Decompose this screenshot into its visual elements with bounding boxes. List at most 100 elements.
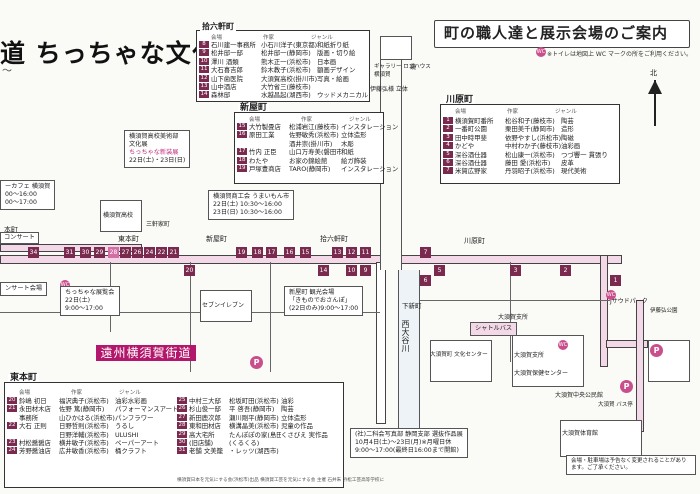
marker-30[interactable]: 30 xyxy=(80,247,91,258)
venue-number: 1 xyxy=(443,117,453,124)
marker-17[interactable]: 17 xyxy=(266,247,277,258)
marker-27[interactable]: 27 xyxy=(120,247,131,258)
artist-name: 広井敏香(浜松市) xyxy=(59,447,109,456)
venue-name: 事務所 xyxy=(19,413,39,422)
venue-row[interactable]: 事務所山ひかはる(浜松市)パンフラワー xyxy=(7,414,153,422)
marker-5[interactable]: 5 xyxy=(434,265,445,276)
road-east xyxy=(600,255,608,367)
venue-name: 大石 正則 xyxy=(19,422,47,431)
marker-28[interactable]: 28 xyxy=(108,247,119,258)
street-lower-east xyxy=(420,300,610,301)
label-shrine: 大須賀支所 xyxy=(514,352,545,359)
marker-6[interactable]: 6 xyxy=(420,275,431,286)
genre: 木彫 xyxy=(341,139,354,148)
marker-21[interactable]: 21 xyxy=(168,247,179,258)
genre: ウッドメカニカル xyxy=(317,91,369,100)
marker-20[interactable]: 20 xyxy=(184,265,195,276)
marker-7[interactable]: 7 xyxy=(420,247,431,258)
cafe-time: 00〜16:00 xyxy=(5,191,37,198)
venue-name: 松井邸一邸 xyxy=(211,49,243,58)
marker-31[interactable]: 31 xyxy=(64,247,75,258)
marker-3[interactable]: 3 xyxy=(510,265,521,276)
marker-24[interactable]: 24 xyxy=(144,247,155,258)
marker-26[interactable]: 26 xyxy=(132,247,143,258)
artist-name: 大竹省三(藤枝市) xyxy=(261,83,311,91)
marker-22[interactable]: 22 xyxy=(156,247,167,258)
venue-row[interactable]: 30(旧店舗)(くるくる) xyxy=(177,439,281,447)
marker-29[interactable]: 29 xyxy=(94,247,105,258)
museum-label: (社)二科会写真部 静岡支部 選抜作品展 xyxy=(355,431,463,438)
artist-name: 横溝晶美(浜松市) xyxy=(229,422,279,431)
marker-11[interactable]: 11 xyxy=(360,247,371,258)
venue-row[interactable]: 日野洋輔(浜松市)ULUSHI xyxy=(7,431,138,439)
marker-16[interactable]: 16 xyxy=(284,247,295,258)
river-channel xyxy=(398,270,420,430)
marker-9[interactable]: 9 xyxy=(360,265,371,276)
venue-name: わたや xyxy=(249,156,269,165)
marker-19[interactable]: 19 xyxy=(236,247,247,258)
marker-1[interactable]: 1 xyxy=(610,275,621,286)
parking-note: 会場・駐車場は予告なく変更されることがあります。ご了承ください。 xyxy=(571,458,687,471)
market-label: 横須賀商工会 うまいもん市 xyxy=(213,193,290,200)
genre: 版画・切り絵 xyxy=(317,49,356,58)
panel-kawaramachi-title: 川原町 xyxy=(444,95,476,105)
artist-name: 平 啓吾(静岡市) xyxy=(229,405,275,414)
marker-34[interactable]: 34 xyxy=(28,247,39,258)
wc-icon: WC xyxy=(558,340,568,350)
venue-row[interactable]: 酒井崇(掛川市)木彫 xyxy=(237,140,354,148)
venue-number: 4 xyxy=(443,142,453,150)
venue-number: 29 xyxy=(177,430,187,438)
venue-name: 鈴嶋 初日 xyxy=(19,397,47,405)
genre: 立体造形 xyxy=(341,131,367,140)
marker-12[interactable]: 12 xyxy=(346,247,357,258)
venue-number: 23 xyxy=(7,439,17,446)
genre: 和紙折り紙 xyxy=(317,41,349,49)
marker-18[interactable]: 18 xyxy=(252,247,263,258)
marker-10[interactable]: 10 xyxy=(346,265,357,276)
label-mikkaichi: 三軒家町 xyxy=(146,221,171,228)
venue-name: 竹内 正臣 xyxy=(249,148,277,157)
marker-15[interactable]: 15 xyxy=(300,247,311,258)
callout-museum: (社)二科会写真部 静岡支部 選抜作品展 10月4日(土)〜23日(月)※月曜日… xyxy=(350,428,468,458)
artist-name: 依野やすし(浜松市) xyxy=(505,133,561,142)
venue-number: 3 xyxy=(443,133,453,141)
venue-name: 山中酒店 xyxy=(211,83,237,91)
marker-14[interactable]: 14 xyxy=(318,265,329,276)
marker-13[interactable]: 13 xyxy=(332,247,343,258)
market-time: 22日(土) 10:30〜16:00 xyxy=(213,201,282,208)
artist-name: 瀬川剛平(静岡市) xyxy=(229,413,279,422)
genre: ペーパーアート xyxy=(115,439,160,447)
marker-2[interactable]: 2 xyxy=(560,265,571,276)
